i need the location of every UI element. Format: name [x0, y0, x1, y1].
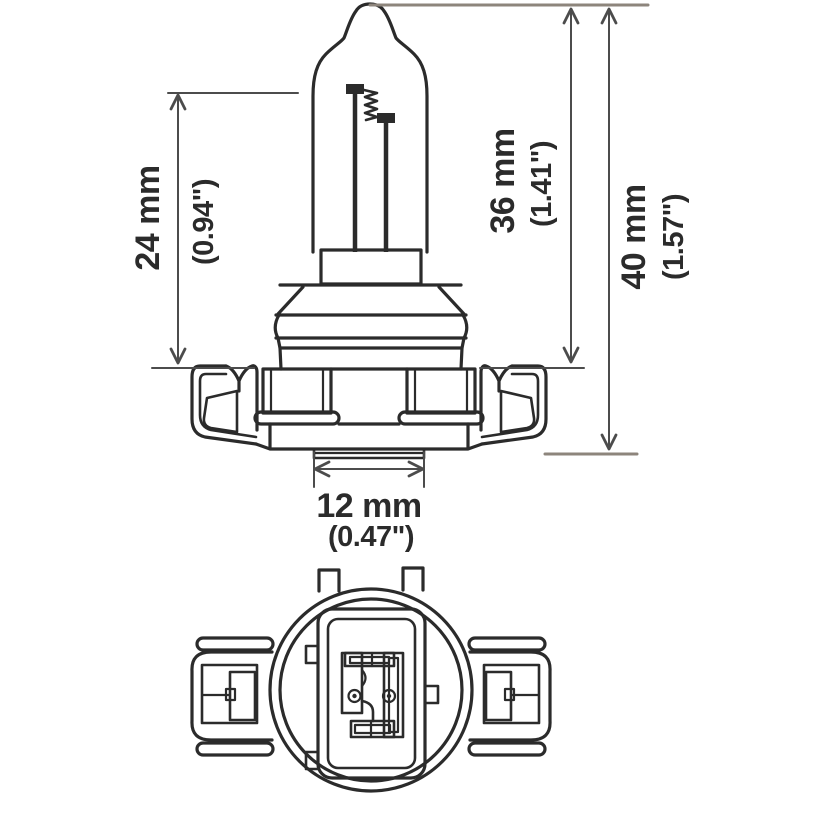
dim-12mm-label: 12 mm: [316, 487, 421, 525]
wing-right-inner: [480, 372, 540, 439]
dimension-24mm: 24 mm (0.94"): [129, 92, 299, 369]
electrode-left-cap: [346, 84, 364, 94]
wing-left-spring: [224, 364, 259, 432]
dimension-40mm: 40 mm (1.57"): [600, 7, 690, 451]
base-wing-right: [479, 364, 548, 446]
lug-right-detail: [484, 670, 513, 722]
arrowhead-left: [313, 460, 331, 478]
contact-hook: [360, 699, 375, 723]
wing-right-outer: [480, 364, 548, 446]
dimension-36mm: 36 mm (1.41"): [479, 7, 585, 369]
side-view: [190, 2, 548, 460]
lug-right-body: [468, 650, 552, 742]
lug-right-bottom-bar: [467, 741, 547, 757]
wing-right-claw: [499, 389, 536, 434]
dim-40mm-inch-label: (1.57"): [658, 194, 690, 280]
electrode-right-cap: [377, 113, 395, 123]
bottom-view: [190, 566, 552, 793]
arrowhead-down: [169, 347, 187, 365]
base-lower-block: [254, 422, 484, 451]
dimension-lines: 24 mm (0.94") 36 mm (1.41") 40 mm (1.57"…: [129, 3, 690, 553]
arrowhead-down: [600, 433, 618, 451]
housing-key-tab-left-bottom: [304, 750, 320, 771]
socket-index-tab-left: [317, 568, 341, 593]
wing-left-claw: [202, 389, 239, 434]
base-tab-left-lines: [269, 367, 325, 415]
contact-left-channel: [340, 651, 364, 715]
dim-12mm-inch-label: (0.47"): [328, 521, 414, 553]
lug-left-top-bar: [195, 636, 275, 652]
base-tab-left: [261, 367, 333, 415]
dim-24mm-label: 24 mm: [129, 165, 167, 270]
lug-right-pin-notch: [503, 687, 516, 702]
lug-left: [190, 636, 275, 757]
bulb-base: [190, 248, 548, 460]
wing-left-inner: [198, 372, 258, 439]
housing-key-tab-right: [423, 684, 440, 705]
lug-right-top-bar: [467, 636, 547, 652]
contact-pin-hole-left: [347, 688, 362, 704]
arrowhead-up: [169, 93, 187, 111]
wing-right-spring: [479, 364, 514, 432]
socket-circle-outer: [268, 587, 474, 793]
housing-key-tab-left-top: [304, 644, 320, 665]
dim-40mm-label: 40 mm: [615, 184, 653, 289]
base-body-ridges: [274, 336, 468, 371]
socket-index-tab-right: [401, 566, 425, 592]
contact-bottom-bar: [349, 719, 396, 739]
base-body-sides: [273, 313, 469, 371]
contact-pin-right: [386, 693, 392, 699]
lug-left-inner: [200, 663, 259, 725]
dimension-12mm: 12 mm (0.47"): [313, 451, 425, 553]
dim-36mm-label: 36 mm: [484, 128, 522, 233]
contact-top-bar: [343, 651, 396, 668]
lug-left-body: [190, 650, 274, 742]
wing-left-outer: [190, 364, 258, 446]
filament-assembly: [346, 84, 395, 252]
base-slat-right: [397, 410, 485, 426]
dim-36mm-inch-label: (1.41"): [526, 141, 558, 227]
arrowhead-up: [600, 7, 618, 25]
lug-left-bottom-bar: [195, 741, 275, 757]
socket-housing-outer: [316, 607, 427, 780]
socket-housing-inner: [326, 617, 417, 770]
contact-left-notch: [360, 668, 367, 688]
base-wing-left: [190, 364, 259, 446]
filament-coil: [362, 88, 379, 122]
connector-contacts: [340, 651, 405, 739]
arrowhead-down: [562, 346, 580, 364]
dim-24mm-inch-label: (0.94"): [188, 179, 220, 265]
pinch-seal: [319, 248, 423, 286]
socket-circle-inner: [278, 597, 464, 783]
contact-pin-hole-right: [381, 688, 397, 704]
base-tab-right-lines: [413, 367, 469, 415]
base-skirt: [274, 285, 468, 317]
lug-right: [467, 636, 552, 757]
arrowhead-right: [407, 460, 425, 478]
base-slat-left: [253, 410, 341, 426]
bulb-glass: [311, 2, 429, 254]
contact-bottom-bar-inner: [353, 723, 392, 735]
contact-pin-left: [352, 693, 357, 699]
lug-right-inner: [482, 663, 541, 725]
base-tab-right: [405, 367, 477, 415]
arrowhead-up: [562, 7, 580, 25]
lug-left-pin-notch: [224, 687, 237, 702]
lug-left-detail: [228, 670, 257, 722]
